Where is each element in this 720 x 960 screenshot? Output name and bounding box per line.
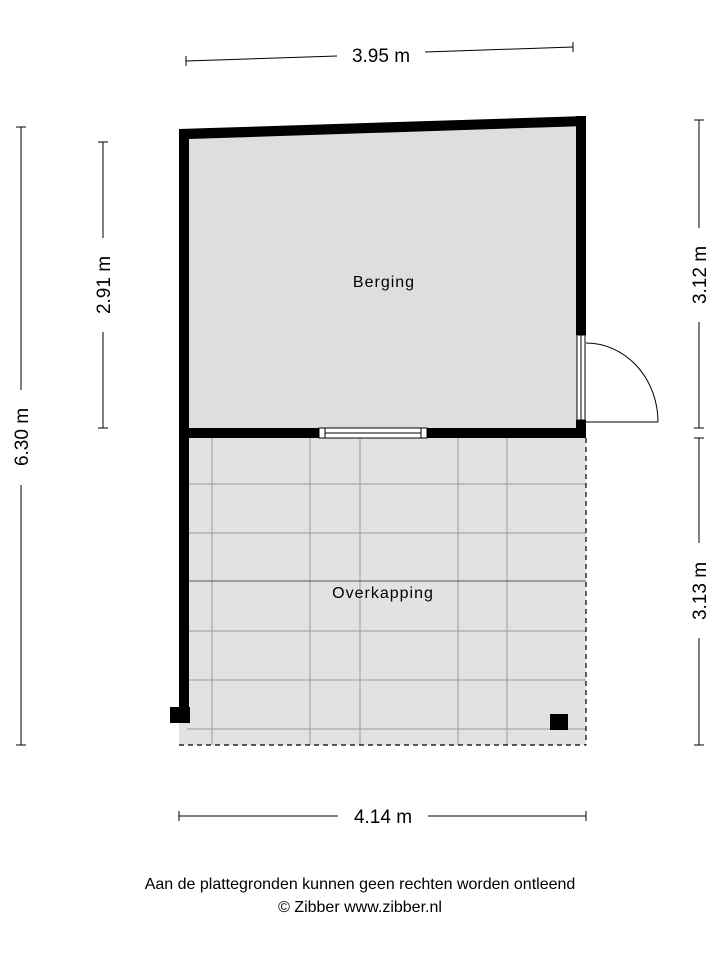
dimension-left-berging-label: 2.91 m: [94, 256, 115, 314]
door: [576, 334, 659, 423]
dimension-left-total: [16, 126, 26, 746]
footer-disclaimer: Aan de plattegronden kunnen geen rechten…: [144, 876, 576, 893]
post-left: [170, 707, 190, 723]
dimension-right-overkapping-label: 3.13 m: [690, 562, 711, 620]
dimension-top: [185, 42, 574, 66]
tile-grid: [187, 437, 586, 745]
overkapping-floor: [179, 433, 586, 745]
footer-copyright: © Zibber www.zibber.nl: [278, 899, 442, 916]
window: [318, 427, 428, 439]
room-label-berging: Berging: [353, 274, 415, 291]
left-wall: [179, 129, 189, 709]
middle-wall-left: [179, 428, 319, 438]
dimension-bottom: [178, 811, 587, 821]
dimension-left-berging: [98, 141, 108, 429]
dimension-top-label: 3.95 m: [352, 46, 410, 67]
dimension-right-overkapping: [694, 437, 704, 746]
dimension-right-berging-label: 3.12 m: [690, 246, 711, 304]
middle-wall-right: [427, 428, 586, 438]
walls: [170, 116, 586, 730]
berging-right-wall-upper: [576, 116, 586, 335]
berging-floor: [184, 122, 580, 433]
dimension-right-berging: [694, 119, 704, 429]
berging-top-wall: [179, 116, 586, 139]
post-right: [550, 714, 568, 730]
overkapping-open-edge: [179, 438, 587, 746]
dimension-bottom-label: 4.14 m: [354, 807, 412, 828]
room-label-overkapping: Overkapping: [332, 585, 434, 602]
dimension-left-total-label: 6.30 m: [12, 408, 33, 466]
